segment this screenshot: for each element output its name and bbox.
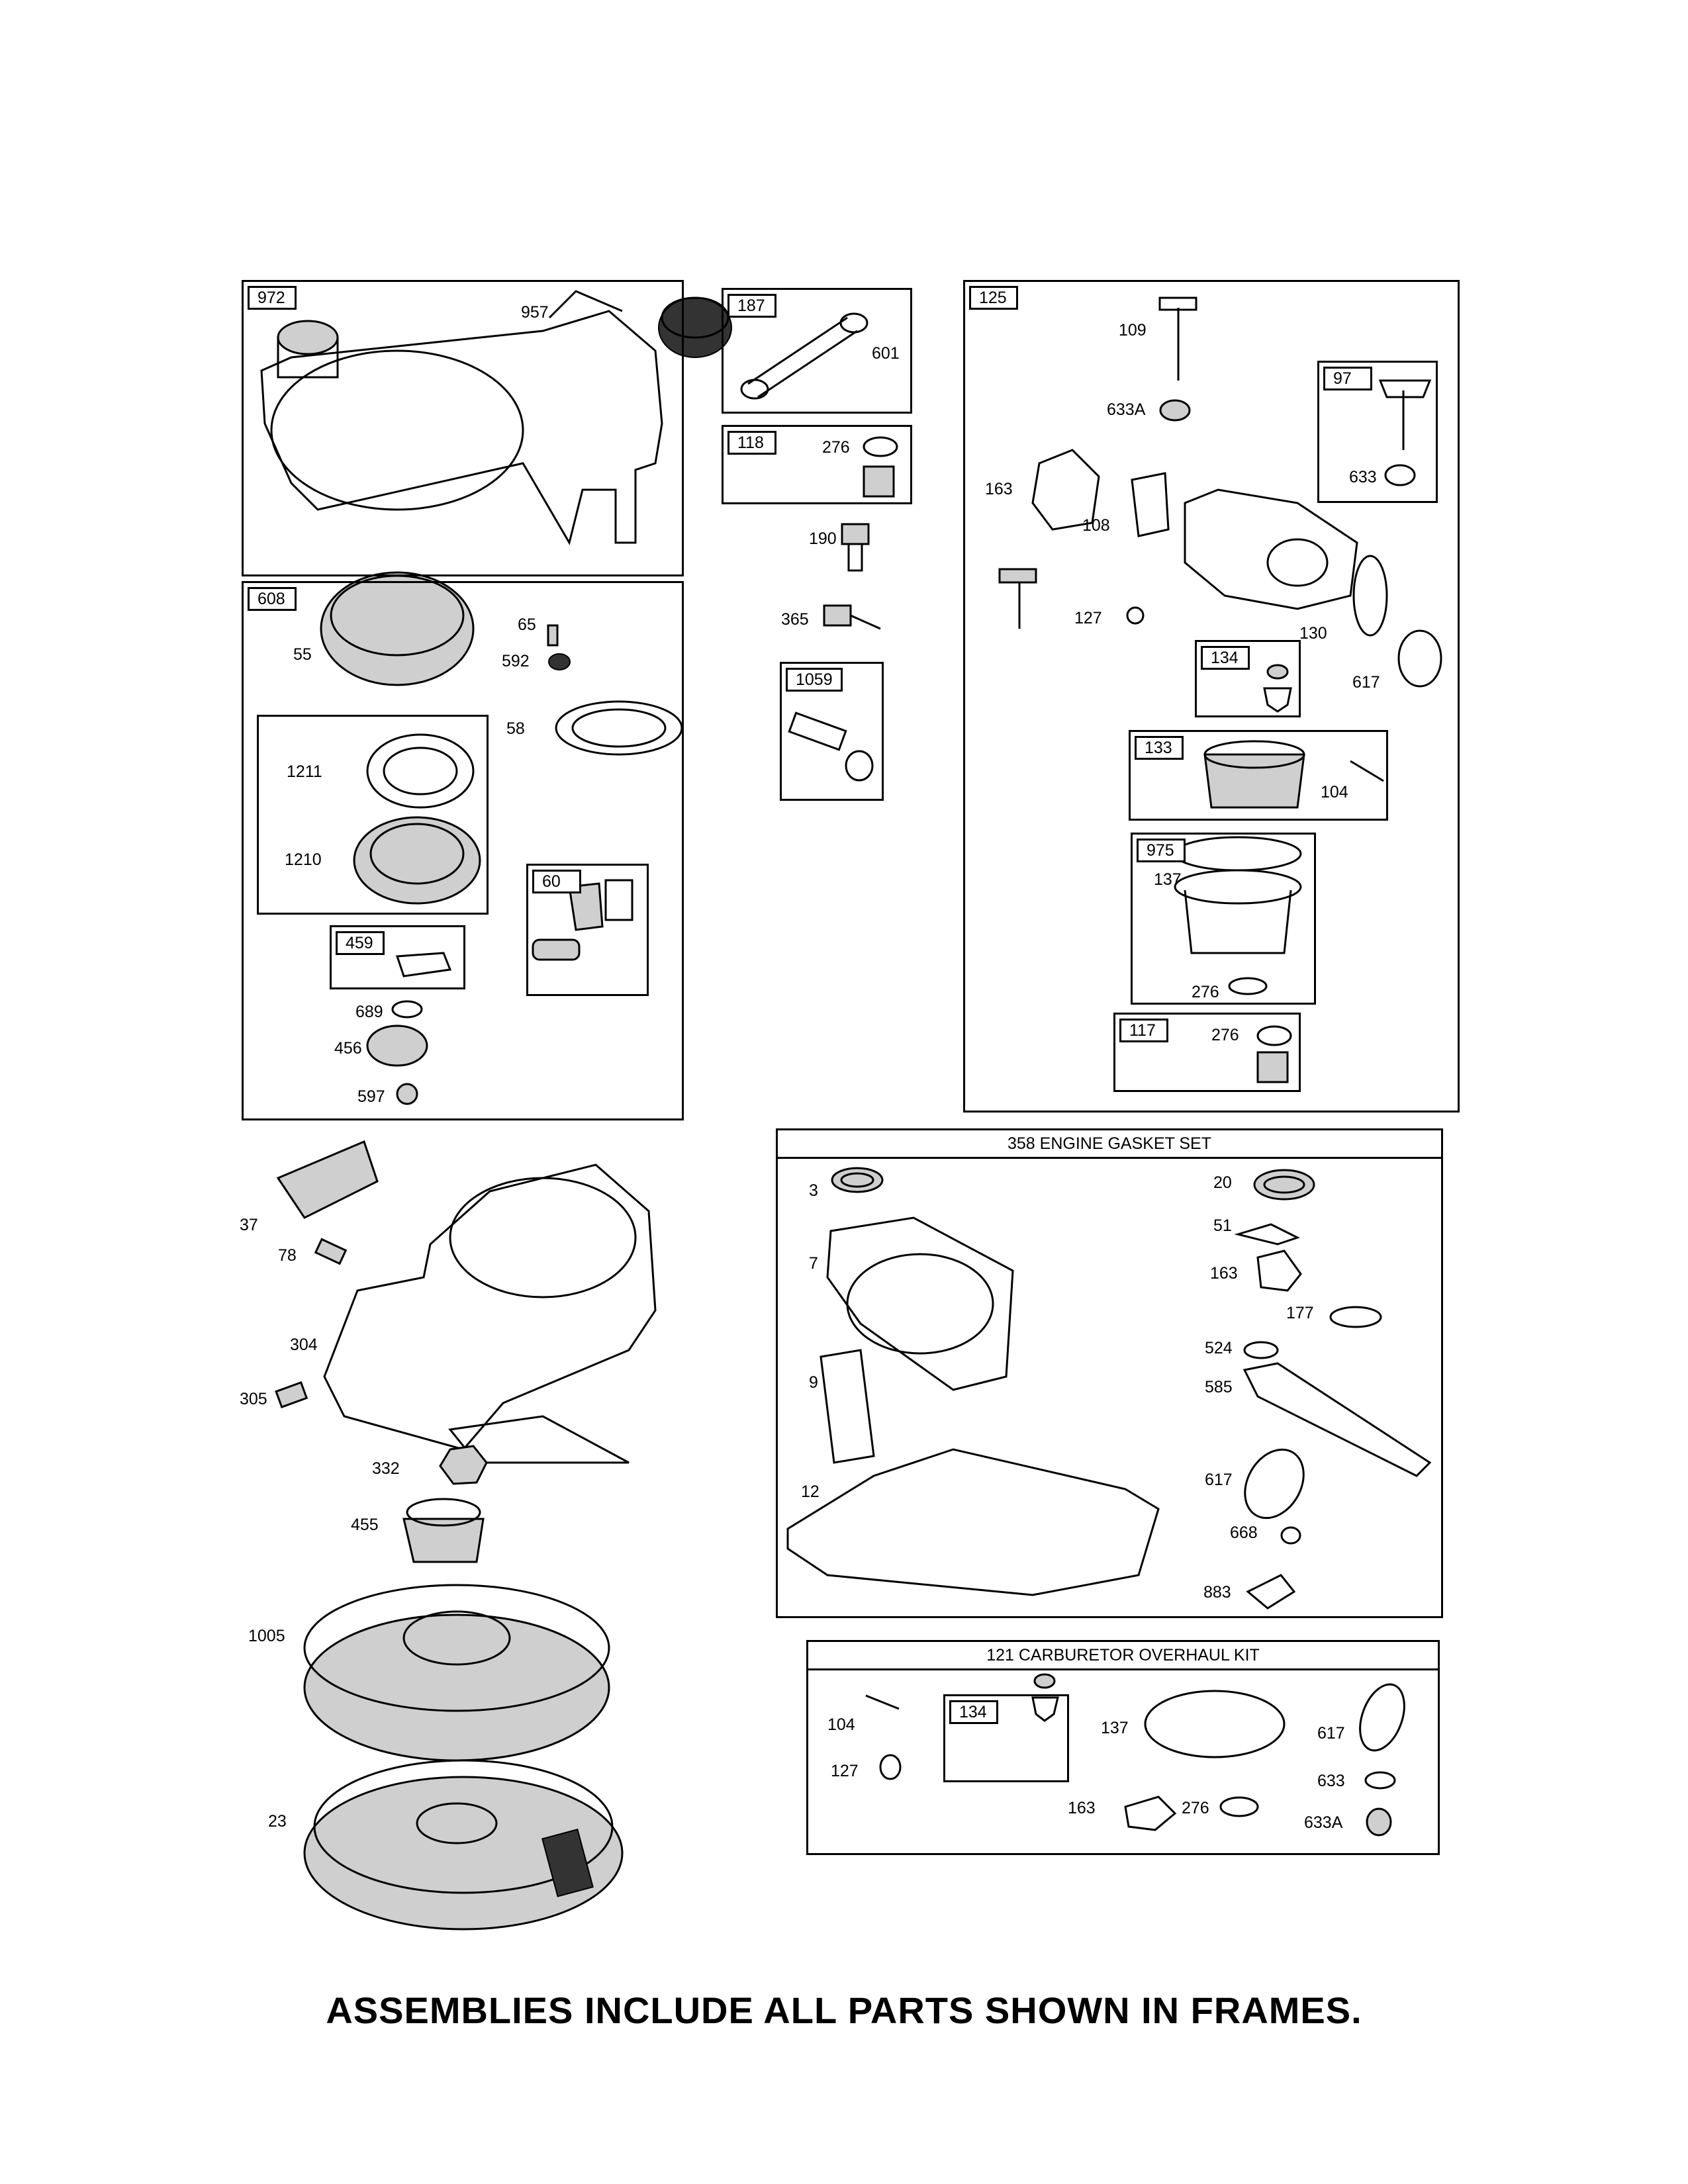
callout-177: 177 [1286, 1304, 1314, 1322]
frame-label-118: 118 [727, 431, 776, 455]
frame-187: 187 [722, 288, 912, 414]
callout-163: 163 [1068, 1799, 1096, 1817]
frame-label-134-carb: 134 [1201, 646, 1250, 670]
frame-label-125: 125 [969, 286, 1018, 310]
assemblies-caption: ASSEMBLIES INCLUDE ALL PARTS SHOWN IN FR… [326, 1989, 1362, 2031]
callout-37: 37 [240, 1216, 258, 1234]
frame-608: 608 [242, 581, 684, 1120]
frame-label-117: 117 [1119, 1019, 1168, 1042]
callout-585: 585 [1205, 1378, 1233, 1396]
frame-label-60: 60 [532, 870, 581, 893]
callout-455: 455 [351, 1516, 379, 1534]
callout-104: 104 [827, 1715, 855, 1734]
frame-label-97: 97 [1323, 367, 1372, 390]
frame-97: 97 [1317, 361, 1438, 503]
frame-60: 60 [526, 864, 649, 996]
callout-633A: 633A [1304, 1813, 1343, 1832]
frame-label-133: 133 [1135, 736, 1184, 760]
callout-1210: 1210 [285, 850, 322, 869]
callout-12: 12 [801, 1482, 820, 1501]
callout-104: 104 [1321, 783, 1348, 801]
callout-163: 163 [985, 480, 1013, 498]
callout-65: 65 [518, 615, 536, 634]
callout-276: 276 [1182, 1799, 1209, 1817]
frame-label-187: 187 [727, 294, 776, 318]
callout-130: 130 [1299, 624, 1327, 643]
callout-276: 276 [1211, 1026, 1239, 1044]
callout-1005: 1005 [248, 1627, 285, 1645]
callout-23: 23 [268, 1812, 287, 1831]
callout-1211: 1211 [287, 762, 322, 781]
callout-617: 617 [1317, 1724, 1345, 1743]
callout-304: 304 [290, 1336, 318, 1354]
callout-456: 456 [334, 1039, 362, 1058]
callout-305: 305 [240, 1390, 267, 1408]
callout-55: 55 [293, 645, 312, 664]
callout-633: 633 [1317, 1772, 1345, 1790]
callout-20: 20 [1213, 1173, 1232, 1192]
callout-601: 601 [872, 344, 900, 363]
callout-78: 78 [278, 1246, 297, 1265]
frame-label-134-kit: 134 [949, 1700, 998, 1724]
frame-459: 459 [330, 925, 465, 989]
callout-127: 127 [1074, 609, 1102, 627]
frame-975: 975 [1131, 833, 1316, 1005]
callout-957: 957 [521, 303, 549, 322]
callout-58: 58 [506, 719, 525, 738]
frame-1211-1210 [257, 715, 489, 915]
frame-117: 117 [1113, 1013, 1301, 1092]
callout-617: 617 [1352, 673, 1380, 692]
callout-276: 276 [1192, 983, 1219, 1001]
callout-137: 137 [1154, 870, 1182, 889]
frame-label-972: 972 [248, 286, 297, 310]
frame-125: 125 [963, 280, 1460, 1113]
callout-276: 276 [822, 438, 850, 457]
callout-365: 365 [781, 610, 809, 629]
callout-108: 108 [1082, 516, 1110, 535]
callout-617: 617 [1205, 1471, 1233, 1489]
frame-1059: 1059 [780, 662, 884, 801]
blower-housing-972-drawing [261, 291, 662, 543]
frame-134-kit: 134 [943, 1694, 1069, 1782]
callout-51: 51 [1213, 1216, 1232, 1235]
callout-689: 689 [355, 1003, 383, 1021]
callout-524: 524 [1205, 1339, 1233, 1357]
callout-332: 332 [372, 1459, 400, 1478]
callout-163: 163 [1210, 1264, 1238, 1283]
frame-label-1059: 1059 [786, 668, 843, 692]
tube-187-drawing [741, 314, 867, 398]
callout-9: 9 [809, 1373, 818, 1392]
frame-carburetor-overhaul-kit: 121 CARBURETOR OVERHAUL KIT [806, 1640, 1440, 1855]
kit-title-gasket-set: 358 ENGINE GASKET SET [778, 1130, 1441, 1159]
callout-633: 633 [1349, 468, 1377, 486]
frame-engine-gasket-set: 358 ENGINE GASKET SET [776, 1128, 1443, 1618]
callout-3: 3 [809, 1181, 818, 1200]
callout-592: 592 [502, 652, 530, 670]
callout-127: 127 [831, 1762, 859, 1780]
callout-7: 7 [809, 1254, 818, 1273]
callout-883: 883 [1203, 1583, 1231, 1602]
frame-134-carb: 134 [1195, 640, 1301, 717]
callout-633A: 633A [1107, 400, 1146, 419]
callout-137: 137 [1101, 1719, 1129, 1737]
callout-668: 668 [1230, 1524, 1258, 1542]
callout-109: 109 [1119, 321, 1147, 340]
frame-118: 118 [722, 425, 912, 504]
frame-label-608: 608 [248, 587, 297, 611]
frame-972: 972 [242, 280, 684, 576]
frame-label-459: 459 [336, 931, 385, 955]
frame-label-975: 975 [1137, 839, 1186, 862]
kit-title-carb-kit: 121 CARBURETOR OVERHAUL KIT [808, 1642, 1438, 1670]
callout-597: 597 [357, 1087, 385, 1106]
callout-190: 190 [809, 529, 837, 548]
frame-133: 133 [1129, 730, 1388, 821]
